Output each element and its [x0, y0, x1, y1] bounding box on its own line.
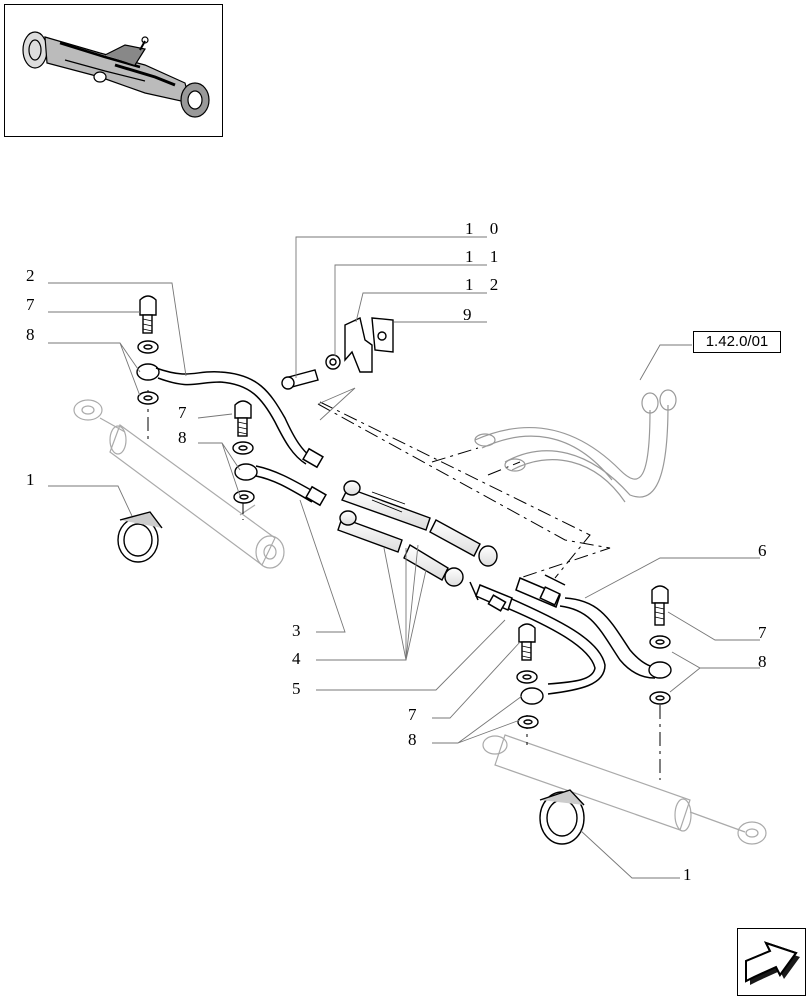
callout-5: 5 [292, 679, 307, 698]
callout-7-middle: 7 [178, 403, 193, 422]
reference-pipes-ghost [474, 389, 677, 503]
screw-and-washers-lower-middle [516, 623, 544, 729]
reference-link-box[interactable]: 1.42.0/01 [693, 331, 781, 353]
callout-4: 4 [292, 649, 307, 668]
callout-8-middle: 8 [178, 428, 193, 447]
callout-11: 1 1 [465, 247, 504, 266]
screw-and-washers-right [648, 585, 672, 705]
callout-8-right: 8 [758, 652, 773, 671]
pipe-bracket-clamp-assembly [281, 316, 394, 390]
callout-8-lower: 8 [408, 730, 423, 749]
callout-3: 3 [292, 621, 307, 640]
screw-and-washers-upper-left [136, 295, 160, 405]
callout-2: 2 [26, 266, 41, 285]
callout-6: 6 [758, 541, 773, 560]
callout-8-upper: 8 [26, 325, 41, 344]
hose-clamp-1-left [117, 511, 163, 563]
hydraulic-pipe-5 [469, 581, 606, 695]
callout-7-lower: 7 [408, 705, 423, 724]
axle-assembly-thumbnail [4, 4, 223, 137]
hydraulic-pipe-3 [255, 465, 327, 507]
hydraulic-pipe-6 [515, 574, 661, 679]
callout-7-right: 7 [758, 623, 773, 642]
next-page-arrow-icon[interactable] [737, 928, 806, 996]
callout-1-right: 1 [683, 865, 698, 884]
screw-and-washers-middle-left [232, 400, 258, 504]
callout-1-left: 1 [26, 470, 41, 489]
callout-7-upper: 7 [26, 295, 41, 314]
callout-12: 1 2 [465, 275, 504, 294]
hydraulic-pipe-2 [155, 367, 324, 469]
hose-clamp-1-right [539, 789, 585, 845]
flexible-hoses-4 [337, 480, 498, 587]
dashed-connection-lines [147, 390, 661, 780]
arrow-glyph [745, 941, 800, 985]
axle-thumbnail-drawing [22, 31, 210, 118]
left-steering-cylinder-ghost [73, 399, 285, 569]
callout-9: 9 [463, 305, 478, 324]
callout-10: 1 0 [465, 219, 504, 238]
right-steering-cylinder-ghost [482, 734, 767, 845]
callout-leader-lines [48, 236, 760, 879]
